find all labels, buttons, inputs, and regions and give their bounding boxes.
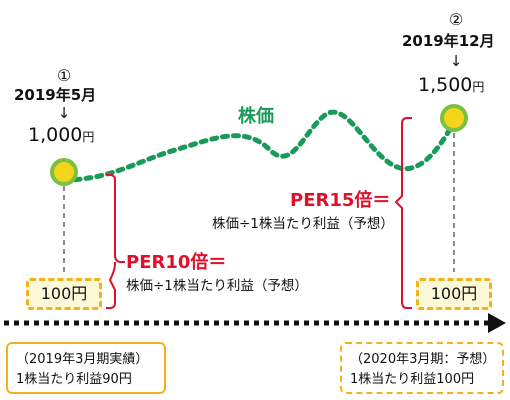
per10-title: PER10倍＝ (126, 252, 227, 273)
time-axis-arrowhead (488, 313, 506, 333)
period-left-box: （2019年3月期実績） 1株当たり利益90円 (6, 342, 166, 394)
point-2-marker: ② (448, 10, 464, 29)
point-2-date: 2019年12月 (402, 32, 495, 50)
point-2-price-value: 1,500 (418, 74, 473, 96)
period-right-line1: （2020年3月期：予想） (350, 352, 496, 367)
per10-bracket (106, 174, 125, 309)
per15-title: PER15倍＝ (290, 190, 391, 211)
period-right-line2: 1株当たり利益100円 (350, 372, 475, 387)
per15-formula: 株価÷1株当たり利益（予想） (212, 216, 394, 232)
point-2-price-unit: 円 (472, 80, 485, 94)
point-1-price-value: 1,000 (28, 124, 83, 146)
point-2-dot (440, 104, 468, 132)
per15-bracket (394, 117, 412, 309)
point-1-dot (50, 158, 78, 186)
point-2-arrow: ↓ (449, 52, 463, 70)
point-2-price: 1,500円 (418, 74, 484, 96)
per10-formula: 株価÷1株当たり利益（予想） (126, 278, 308, 294)
stock-price-label: 株価 (238, 106, 274, 127)
period-right-box: （2020年3月期：予想） 1株当たり利益100円 (340, 342, 504, 394)
point-1-eps-box: 100円 (26, 278, 102, 310)
period-left-line1: （2019年3月期実績） (16, 352, 149, 367)
point-1-price: 1,000円 (28, 124, 94, 146)
point-1-marker: ① (56, 66, 72, 85)
point-1-arrow: ↓ (57, 104, 71, 122)
point-1-date: 2019年5月 (14, 86, 97, 104)
period-left-line2: 1株当たり利益90円 (16, 372, 132, 387)
point-1-price-unit: 円 (82, 130, 95, 144)
point-2-eps-box: 100円 (416, 278, 492, 310)
